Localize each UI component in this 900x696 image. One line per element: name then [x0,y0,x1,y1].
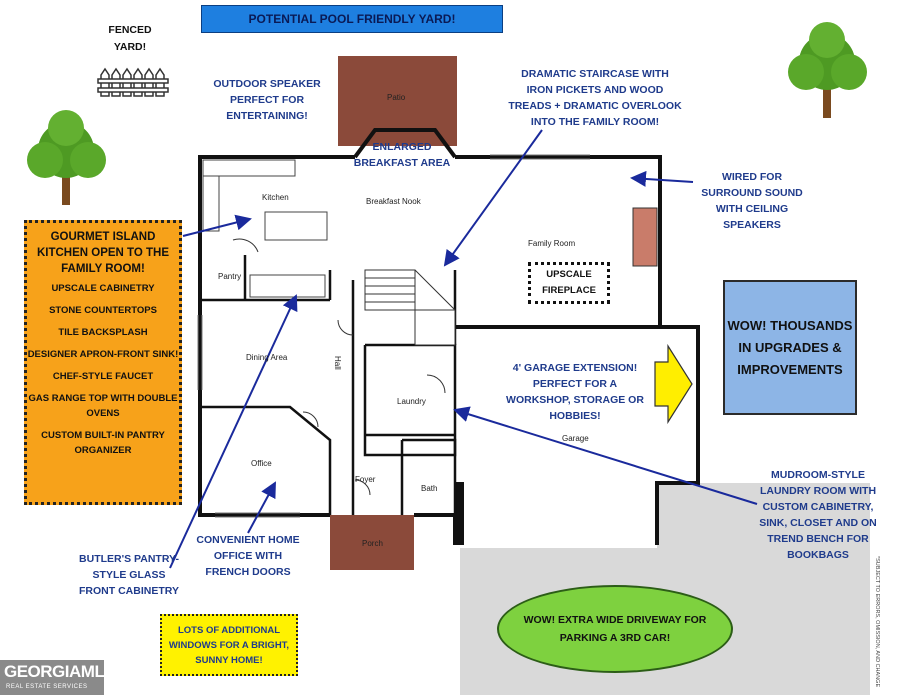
window-lines [197,154,590,518]
room-label-office: Office [251,459,272,468]
georgia-mls-logo: GEORGIAMLS REAL ESTATE SERVICES [0,660,116,695]
fenced-yard-label: FENCED YARD! [108,24,152,53]
garage-extension-arrow [654,343,693,425]
disclaimer-text: *SUBJECT TO ERRORS, OMISSION, AND CHANGE [874,556,880,688]
gourmet-item: CHEF-STYLE FAUCET [52,371,154,382]
room-label-kitchen: Kitchen [262,193,289,202]
gourmet-heading: GOURMET ISLAND KITCHEN OPEN TO THE FAMIL… [36,231,170,275]
room-label-hall: Hall [333,356,342,370]
staircase [364,269,456,346]
room-label-bath: Bath [421,484,438,493]
gourmet-kitchen-callout: GOURMET ISLAND KITCHEN OPEN TO THE FAMIL… [24,220,182,505]
gourmet-item: TILE BACKSPLASH [58,327,148,338]
room-label-dining-area: Dining Area [246,353,288,362]
driveway-flare [657,483,870,548]
door-swings [232,238,446,496]
gourmet-item: STONE COUNTERTOPS [49,305,157,316]
room-label-garage: Garage [562,434,589,443]
logo-tagline: REAL ESTATE SERVICES [6,684,88,690]
porch [330,515,414,570]
room-label-laundry: Laundry [397,397,426,406]
garage-extension-note: 4' GARAGE EXTENSION! PERFECT FOR A WORKS… [506,362,644,422]
outdoor-speaker-note: OUTDOOR SPEAKER PERFECT FOR ENTERTAINING… [213,78,321,122]
gourmet-item: UPSCALE CABINETRY [51,283,155,294]
fence-icon [97,67,169,97]
gourmet-item: DESIGNER APRON-FRONT SINK! [27,349,179,360]
windows-callout: LOTS OF ADDITIONAL WINDOWS FOR A BRIGHT,… [160,614,298,676]
logo-name: GEORGIAMLS [4,662,116,681]
pointer-arrows [169,129,758,569]
home-office-note: CONVENIENT HOME OFFICE WITH FRENCH DOORS [196,534,300,578]
fireplace-callout: UPSCALE FIREPLACE [528,262,610,304]
room-label-pantry: Pantry [218,272,242,281]
enlarged-breakfast-note: ENLARGED BREAKFAST AREA [353,141,451,169]
surround-sound-note: WIRED FOR SURROUND SOUND WITH CEILING SP… [701,171,803,231]
butlers-pantry-note: BUTLER'S PANTRY-STYLE GLASS FRONT CABINE… [79,553,179,597]
kitchen-cabinetry [202,159,328,298]
tree-icon-right [788,22,867,118]
upgrades-callout: WOW! THOUSANDS IN UPGRADES & IMPROVEMENT… [723,280,857,415]
room-label-porch: Porch [362,539,383,548]
room-label-patio: Patio [387,93,406,102]
room-label-breakfast-nook: Breakfast Nook [366,197,421,206]
gourmet-item: GAS RANGE TOP WITH DOUBLE OVENS [28,393,178,419]
title-banner: POTENTIAL POOL FRIENDLY YARD! [201,5,503,33]
fireplace-hearth [632,207,658,267]
gourmet-feature-list: UPSCALE CABINETRY STONE COUNTERTOPS TILE… [27,281,179,458]
mudroom-note: MUDROOM-STYLE LAUNDRY ROOM WITH CUSTOM C… [759,469,877,561]
room-label-foyer: Foyer [355,475,376,484]
staircase-note: DRAMATIC STAIRCASE WITH IRON PICKETS AND… [508,68,682,128]
room-label-family-room: Family Room [528,239,576,248]
gourmet-item: CUSTOM BUILT-IN PANTRY ORGANIZER [41,430,165,456]
driveway-callout: WOW! EXTRA WIDE DRIVEWAY FOR PARKING A 3… [497,585,733,673]
tree-icon-left [27,110,106,205]
